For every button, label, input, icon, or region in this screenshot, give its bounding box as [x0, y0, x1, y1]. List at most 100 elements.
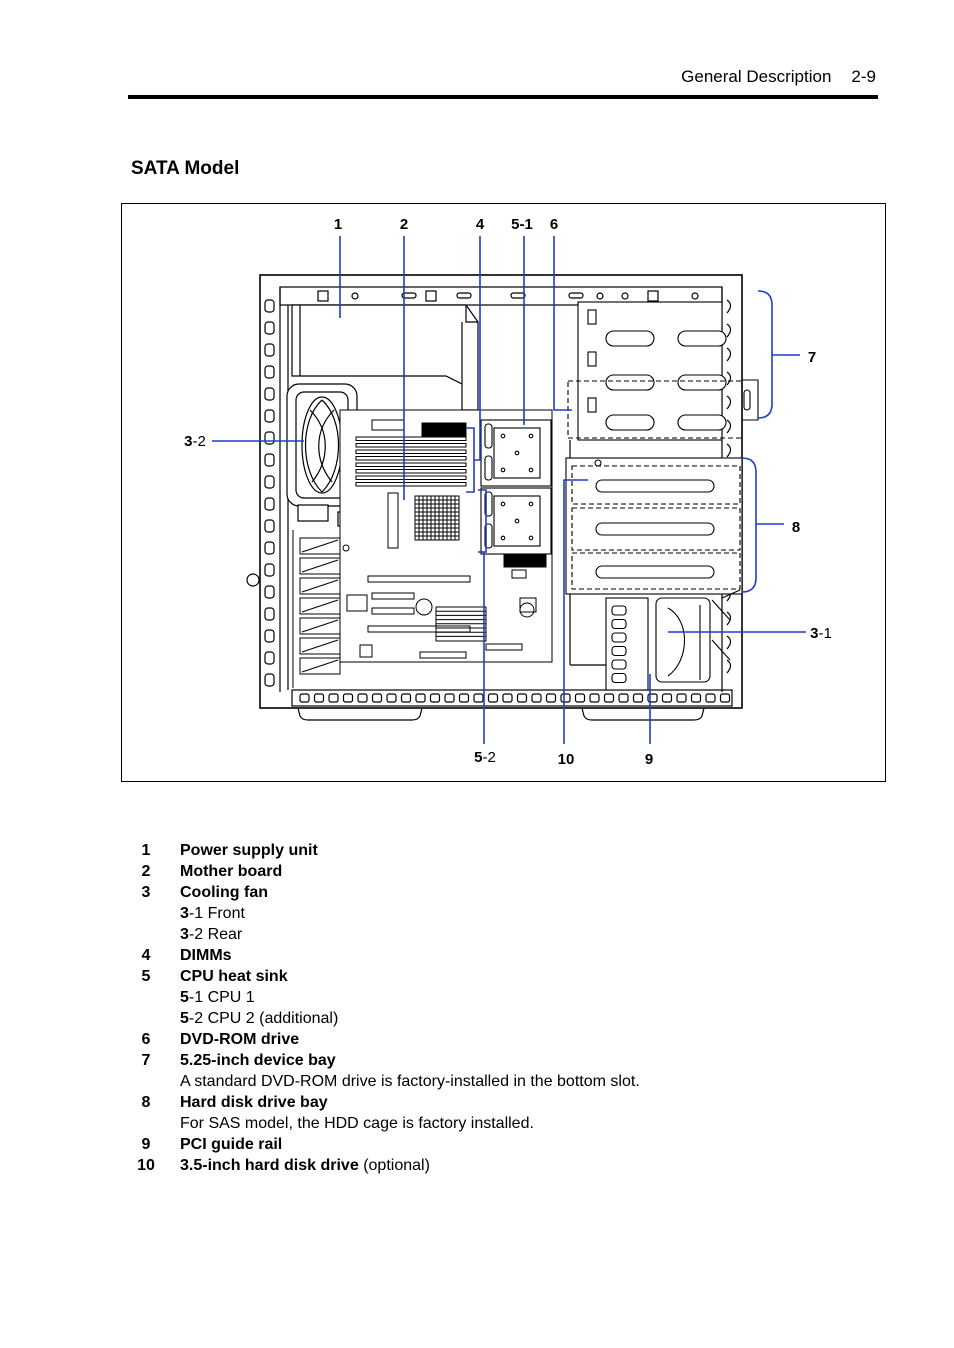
heat-sink-screw [528, 535, 534, 541]
hard-disk-drive-bay [565, 457, 743, 595]
heat-sink-screw [528, 433, 534, 439]
rail-hole [357, 693, 368, 703]
dimm-slot [355, 449, 467, 454]
callout-line-10 [563, 479, 588, 744]
bay-latch [587, 397, 597, 413]
fan-blade [309, 409, 326, 483]
pci-bracket-vent [301, 659, 339, 673]
hdd-slot-outline [571, 507, 741, 551]
rail-hole [386, 693, 397, 703]
callout-label-8: 8 [792, 519, 800, 536]
heat-sink-top [493, 495, 541, 547]
side-slot [726, 611, 732, 626]
bios-chip [346, 594, 368, 612]
heat-sink-clip [484, 455, 493, 481]
cmos-battery [415, 598, 433, 616]
dimm-slot [355, 475, 467, 480]
side-slot [264, 497, 275, 511]
callout-text-bold: 3 [184, 433, 192, 450]
figure-box: 1 2 4 5-1 6 7 3-2 8 3-1 5-2 10 9 [121, 203, 886, 782]
side-slot [264, 607, 275, 621]
rail-slot [456, 292, 472, 299]
legend-subitem: 3-1 Front [0, 903, 954, 924]
side-slot [264, 563, 275, 577]
header-rule [128, 95, 878, 99]
side-slot [264, 387, 275, 401]
rail-hole [545, 693, 557, 703]
rail-hole [502, 693, 513, 703]
rail-hole [560, 693, 571, 703]
hdd-slot-outline [571, 552, 741, 590]
rail-slot [510, 292, 526, 299]
callout-labels: 1 2 4 5-1 6 7 3-2 8 3-1 5-2 10 9 [184, 216, 832, 768]
fan-blade [305, 399, 323, 493]
legend-note-text: A standard DVD-ROM drive is factory-inst… [180, 1073, 640, 1090]
chassis-diagram: 1 2 4 5-1 6 7 3-2 8 3-1 5-2 10 9 [121, 203, 886, 782]
bay-opening [677, 374, 727, 391]
callout-text: 7 [808, 349, 816, 366]
legend-number: 9 [141, 1136, 151, 1153]
rail-hole [690, 693, 702, 703]
legend-label: Hard disk drive bay [180, 1094, 328, 1111]
dimm-slot [355, 462, 467, 467]
legend-label: DVD-ROM drive [180, 1031, 300, 1048]
bottom-rail-holes [299, 693, 731, 703]
legend-note: For SAS model, the HDD cage is factory i… [0, 1113, 954, 1134]
buzzer [519, 602, 535, 618]
side-slot [264, 519, 275, 533]
rail-hole [676, 693, 687, 703]
front-fan-blade [667, 607, 686, 677]
rail-screw [621, 292, 629, 300]
legend-number: 10 [137, 1157, 155, 1174]
heat-sink-screw [528, 501, 534, 507]
legend-subitem: 5-2 CPU 2 (additional) [0, 1008, 954, 1029]
rail-hole [328, 693, 339, 703]
callout-text: 9 [645, 751, 653, 768]
side-slot [726, 299, 732, 314]
chassis-brace [711, 589, 741, 661]
figure-frame [121, 203, 886, 782]
legend-label: DIMMs [180, 947, 232, 964]
callout-label-5-1: 5-1 [511, 216, 533, 233]
callout-label-2: 2 [400, 216, 408, 233]
rail-square-hole [425, 290, 437, 302]
legend-label: Mother board [180, 863, 283, 880]
callout-text: 10 [558, 751, 575, 768]
rail-hole [603, 693, 615, 703]
rail-hole [705, 693, 716, 703]
rail-square-hole [317, 290, 329, 302]
legend-subitem-number: 3 [180, 926, 189, 943]
callout-text-suffix: -1 [819, 625, 832, 642]
pci-bracket-set [299, 537, 341, 675]
header-section-title: General Description [681, 67, 832, 86]
rail-hole [661, 693, 673, 703]
dimm-slot [355, 469, 467, 474]
legend-item: 6 DVD-ROM drive [0, 1029, 954, 1050]
bottom-connector [485, 643, 523, 651]
callout-text: 2 [400, 216, 408, 233]
legend-item: 10 3.5-inch hard disk drive (optional) [0, 1155, 954, 1176]
guide-rail-slot [611, 659, 627, 670]
side-slot [264, 431, 275, 445]
dimm-slot [355, 456, 467, 461]
rail-hole [458, 693, 470, 703]
side-slot [264, 321, 275, 335]
board-expansion-slot [367, 625, 471, 633]
page-number: 2-9 [851, 67, 876, 86]
running-header: General Description 2-9 [681, 66, 876, 88]
callout-text-suffix: -2 [483, 749, 496, 766]
bottom-connector [419, 651, 467, 659]
callout-text: 4 [476, 216, 485, 233]
side-slot [264, 651, 275, 665]
side-slot [264, 673, 275, 687]
hdd-slot-outline [571, 465, 741, 505]
legend-item: 3 Cooling fan [0, 882, 954, 903]
rail-hole [444, 693, 455, 703]
heat-sink-clip [484, 423, 493, 449]
controller-grid [436, 610, 486, 637]
bay-opening [605, 374, 655, 391]
heat-sink-screw [500, 467, 506, 473]
rail-hole [400, 693, 412, 703]
callout-label-4: 4 [476, 216, 485, 233]
